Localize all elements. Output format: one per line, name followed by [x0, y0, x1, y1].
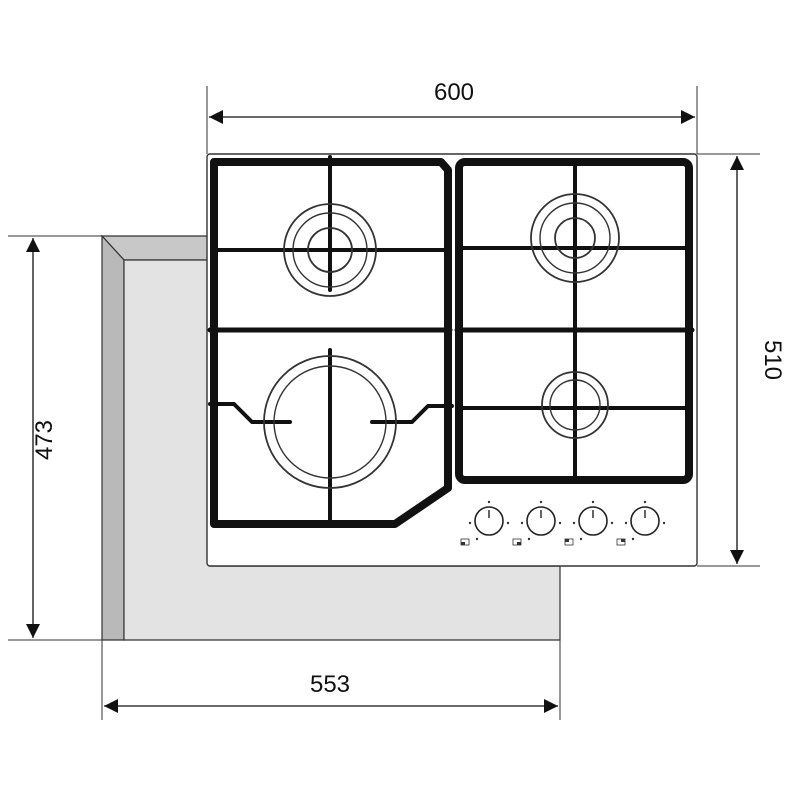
countertop-cutout	[100, 234, 561, 641]
control-knob-3[interactable]	[564, 500, 614, 546]
label-cutout-depth: 473	[31, 420, 58, 460]
control-knob-4[interactable]	[616, 500, 666, 546]
label-cutout-width: 553	[310, 671, 350, 698]
label-hob-depth: 510	[759, 340, 786, 380]
label-hob-width: 600	[434, 79, 474, 106]
right-grate	[454, 158, 695, 484]
extension-lines	[8, 86, 760, 720]
right-grate-frame	[455, 158, 693, 484]
left-grate	[207, 155, 454, 528]
control-knobs	[460, 500, 666, 546]
burner-back-left	[283, 203, 377, 297]
burner-back-right	[530, 193, 620, 283]
control-knob-2[interactable]	[512, 500, 562, 546]
cutout-side-face	[101, 234, 125, 641]
burner-front-left	[263, 355, 397, 489]
control-knob-1[interactable]	[460, 500, 510, 546]
left-grate-frame	[210, 158, 452, 528]
burner-front-right	[541, 371, 609, 439]
dimension-arrows	[26, 110, 744, 713]
